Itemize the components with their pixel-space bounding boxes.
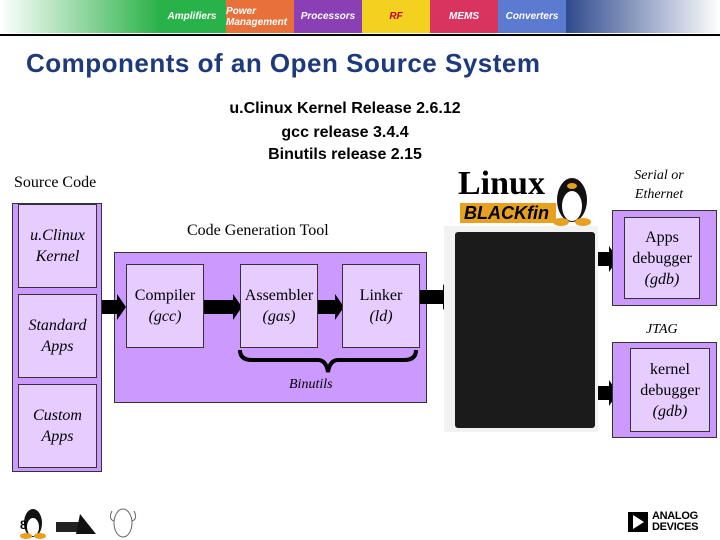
- blackfin-logo: BLACKfin: [460, 203, 556, 223]
- binutils-label: Binutils: [289, 377, 333, 392]
- release-gcc: gcc release 3.4.4: [281, 124, 409, 141]
- standard-apps-label: Standard Apps: [28, 317, 87, 355]
- analog-devices-logo: ANALOG DEVICES: [652, 510, 699, 533]
- uclinux-kernel-label: u.Clinux Kernel: [30, 227, 85, 265]
- apps-debugger-box: Apps debugger (gdb): [624, 217, 700, 299]
- compiler-name: Compiler: [134, 287, 196, 304]
- tux-penguin-icon: [553, 178, 591, 226]
- compiler-tool: (gcc): [148, 308, 182, 325]
- banner-segment: Amplifiers: [158, 0, 226, 33]
- arrow-right-icon: [318, 294, 344, 320]
- arrow-right-icon: [204, 294, 242, 320]
- kernel-debugger-line2: debugger: [640, 381, 700, 399]
- code-gen-label: Code Generation Tool: [187, 222, 329, 239]
- uclinux-kernel-box: u.Clinux Kernel: [18, 204, 97, 288]
- banner-segment: RF: [362, 0, 430, 33]
- brace-icon: [238, 349, 418, 373]
- banner-segment: Processors: [294, 0, 362, 33]
- arrow-right-icon: [102, 294, 126, 320]
- arrow-right-icon: [420, 284, 452, 310]
- standard-apps-box: Standard Apps: [18, 294, 97, 378]
- source-code-label: Source Code: [14, 174, 97, 191]
- banner-segment: Power Management: [226, 0, 294, 33]
- apps-debugger-line2: debugger: [632, 249, 692, 267]
- custom-apps-box: Custom Apps: [18, 384, 97, 468]
- jtag-label: JTAG: [646, 322, 678, 337]
- page-number: 8: [20, 518, 27, 532]
- release-kernel: u.Clinux Kernel Release 2.6.12: [229, 100, 461, 117]
- banner-segment: Converters: [498, 0, 566, 33]
- assembler-tool: (gas): [262, 308, 296, 325]
- circuit-board: [455, 232, 595, 428]
- serial-ethernet-label: Serial or Ethernet: [634, 168, 684, 202]
- kernel-debugger-box: kernel debugger (gdb): [630, 348, 710, 432]
- analog-devices-logo-icon: [628, 512, 648, 532]
- linux-logo: Linux: [458, 165, 545, 202]
- assembler-name: Assembler: [244, 287, 314, 304]
- tux-footer-icon: [20, 509, 46, 539]
- blackfin-footer-logo: [56, 514, 96, 534]
- custom-apps-label: Custom Apps: [33, 407, 82, 445]
- release-binutils: Binutils release 2.15: [268, 146, 422, 163]
- compiler-box: Compiler (gcc): [126, 264, 204, 348]
- linker-name: Linker: [359, 287, 403, 304]
- linker-tool: (ld): [369, 308, 393, 325]
- page-title: Components of an Open Source System: [26, 48, 541, 78]
- header-divider: [0, 34, 720, 36]
- gnu-head-icon: [109, 508, 137, 538]
- assembler-box: Assembler (gas): [240, 264, 318, 348]
- apps-debugger-tool: (gdb): [644, 270, 680, 288]
- kernel-debugger-tool: (gdb): [652, 402, 688, 420]
- banner-gradient-right: [566, 0, 720, 33]
- arrow-right-icon: [598, 380, 618, 406]
- kernel-debugger-line1: kernel: [650, 360, 690, 378]
- banner-segment: MEMS: [430, 0, 498, 33]
- linker-box: Linker (ld): [342, 264, 420, 348]
- arrow-right-icon: [598, 246, 618, 272]
- apps-debugger-line1: Apps: [645, 228, 679, 246]
- banner-gradient-left: [0, 0, 158, 33]
